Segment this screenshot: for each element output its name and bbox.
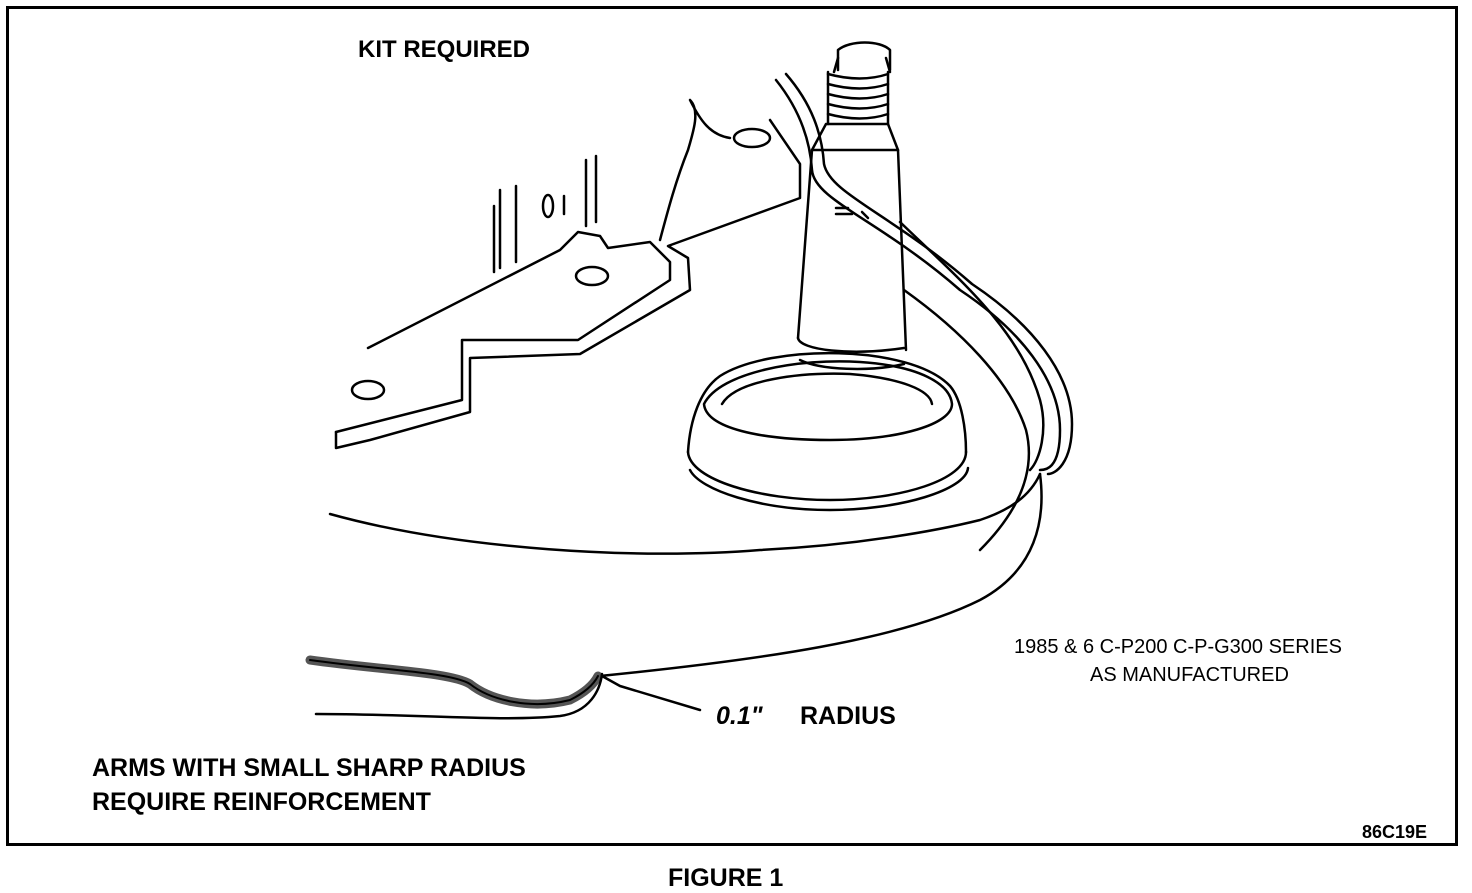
series-label-line2: AS MANUFACTURED (1090, 664, 1289, 686)
kit-required-label: KIT REQUIRED (358, 36, 531, 63)
figure-frame (6, 6, 1458, 846)
figure-caption: FIGURE 1 (668, 864, 784, 892)
mounting-plate (334, 98, 802, 450)
radius-detail (305, 655, 702, 720)
series-label-line1: 1985 & 6 C-P200 C-P-G300 SERIES (1014, 636, 1342, 658)
drawing-code: 86C19E (1362, 822, 1428, 842)
ball-joint (686, 41, 970, 512)
radius-word-label: RADIUS (800, 702, 896, 730)
arms-note-line1: ARMS WITH SMALL SHARP RADIUS (92, 754, 526, 782)
arms-note-line2: REQUIRE REINFORCEMENT (92, 788, 431, 816)
control-arm-body (328, 72, 1074, 678)
radius-value-label: 0.1" (716, 702, 763, 730)
